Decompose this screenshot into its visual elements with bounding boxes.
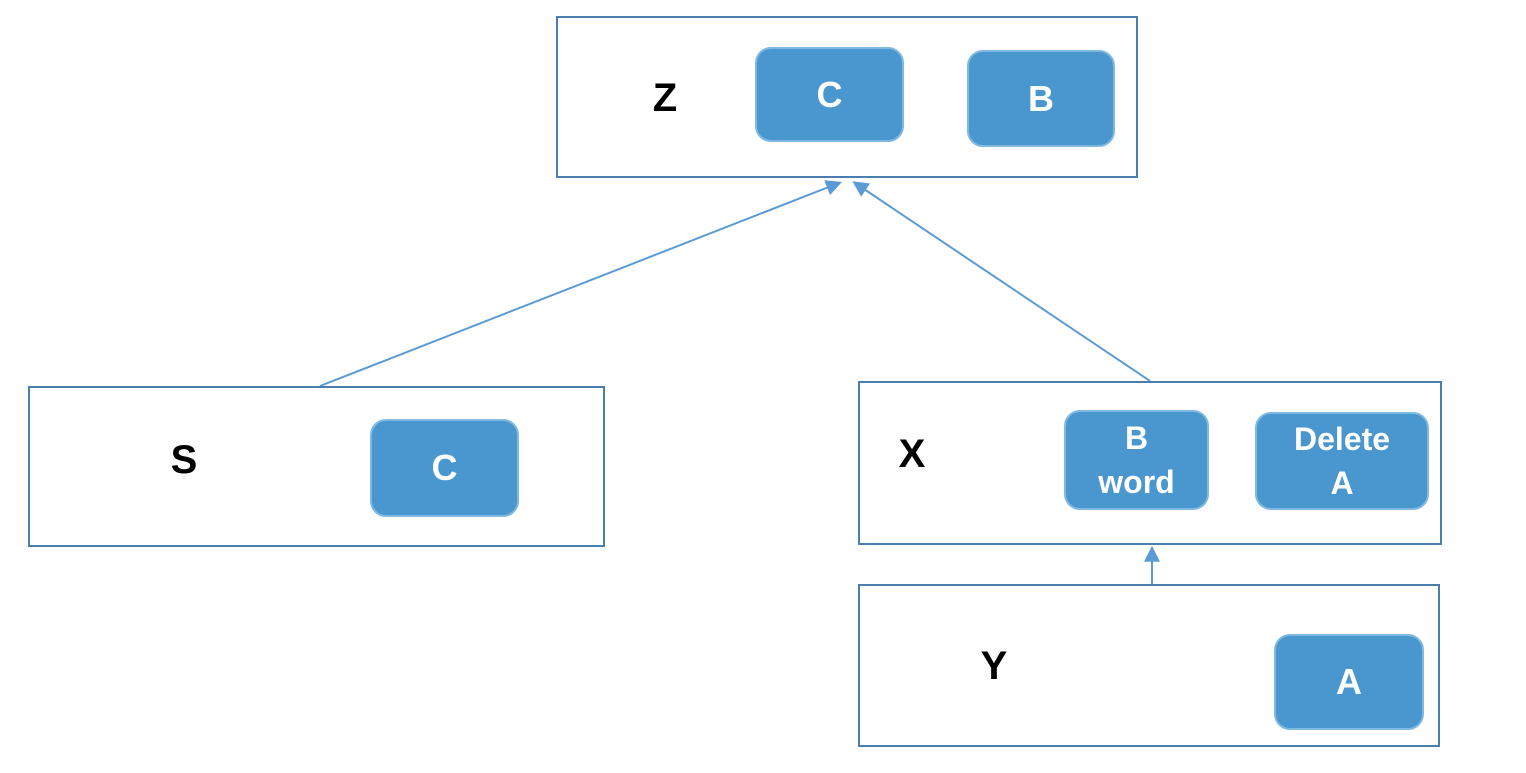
s-button-c[interactable]: C bbox=[370, 419, 519, 517]
y-button-a[interactable]: A bbox=[1274, 634, 1424, 730]
x-button-delete-a-line2: A bbox=[1330, 465, 1354, 501]
node-s-box: S C bbox=[28, 386, 605, 547]
node-y-box: Y A bbox=[858, 584, 1440, 747]
z-button-c[interactable]: C bbox=[755, 47, 904, 142]
node-x-label: X bbox=[898, 432, 926, 476]
arrow-s-to-z bbox=[319, 180, 842, 387]
x-button-b-word-line1: B bbox=[1124, 420, 1149, 456]
node-s-label: S bbox=[170, 438, 198, 482]
node-y-label: Y bbox=[980, 644, 1008, 688]
z-button-c-label: C bbox=[816, 73, 843, 115]
node-z-box: Z C B bbox=[556, 16, 1138, 178]
node-x-box: X B word Delete A bbox=[858, 381, 1442, 545]
z-button-b[interactable]: B bbox=[967, 50, 1115, 147]
y-button-a-label: A bbox=[1336, 661, 1362, 703]
x-button-delete-a[interactable]: Delete A bbox=[1255, 412, 1429, 510]
x-button-b-word[interactable]: B word bbox=[1064, 410, 1209, 510]
node-z-label: Z bbox=[652, 76, 678, 120]
x-button-b-word-line2: word bbox=[1098, 464, 1175, 500]
s-button-c-label: C bbox=[431, 447, 458, 489]
arrow-x-to-z bbox=[852, 181, 1151, 382]
z-button-b-label: B bbox=[1028, 77, 1054, 119]
x-button-delete-a-line1: Delete bbox=[1293, 421, 1391, 457]
